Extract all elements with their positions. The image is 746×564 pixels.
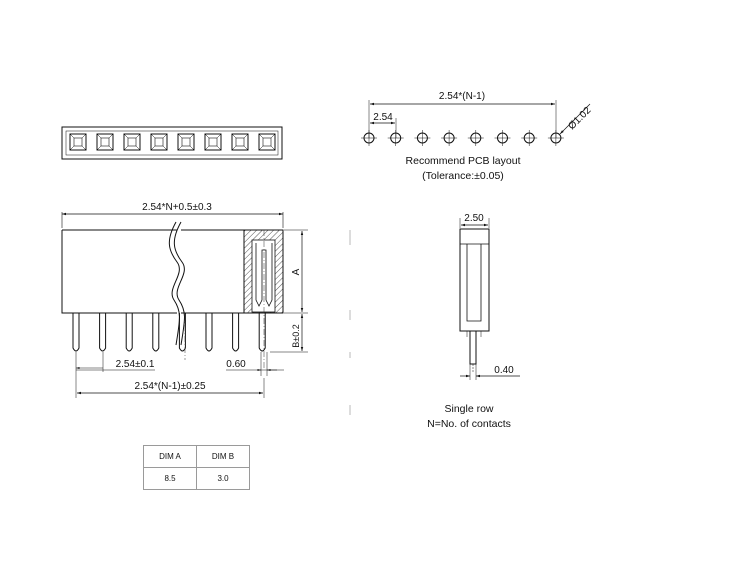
- socket-bevel: [204, 133, 222, 151]
- socket-bevel: [177, 133, 195, 151]
- contacts-note: N=No. of contacts: [427, 418, 511, 430]
- table-cell: 8.5: [143, 467, 197, 490]
- pin: [125, 313, 133, 352]
- front-view: 2.54*N+0.5±0.3 A B±0.2 2.54±0.1 0.60 2.5…: [61, 202, 351, 415]
- pin-thickness-label: 0.40: [494, 365, 514, 376]
- socket-inner: [262, 137, 272, 147]
- height-b-label: B±0.2: [291, 324, 301, 347]
- table-header-row: DIM A DIM B: [143, 445, 250, 468]
- socket-bevel: [123, 133, 141, 151]
- socket-inner: [73, 137, 83, 147]
- socket-opening: [177, 133, 195, 151]
- hole-diameter-label: Ø1.02: [566, 105, 593, 132]
- table-cell: 3.0: [196, 467, 250, 490]
- pcb-layout-note: Recommend PCB layout (Tolerance:±0.05): [383, 154, 543, 184]
- dimensions-table: DIM A DIM B 8.5 3.0: [143, 445, 250, 490]
- pcb-layout: 2.54*(N-1) 2.54 Ø1.02: [361, 91, 594, 146]
- row-note: Single row N=No. of contacts: [404, 402, 534, 432]
- table-header-cell: DIM B: [196, 445, 250, 468]
- pin: [72, 313, 80, 352]
- socket-inner: [154, 137, 164, 147]
- socket-bevel: [96, 133, 114, 151]
- socket-inner: [181, 137, 191, 147]
- tolerance-note: (Tolerance:±0.05): [422, 170, 504, 182]
- socket-bevel: [231, 133, 249, 151]
- single-row-label: Single row: [444, 403, 494, 415]
- socket-opening: [96, 133, 114, 151]
- pin-span-label: 2.54*(N-1)±0.25: [134, 381, 206, 392]
- socket-bevel: [150, 133, 168, 151]
- pin: [205, 313, 213, 352]
- pcb-span-label: 2.54*(N-1): [439, 91, 485, 102]
- pin: [99, 313, 107, 352]
- pitch-tolerance-label: 2.54±0.1: [116, 359, 155, 370]
- socket-inner: [100, 137, 110, 147]
- overall-length-label: 2.54*N+0.5±0.3: [142, 202, 212, 213]
- socket-opening: [123, 133, 141, 151]
- pin: [258, 313, 266, 352]
- socket-bevel: [258, 133, 276, 151]
- pcb-pitch-label: 2.54: [373, 112, 393, 123]
- socket-opening: [231, 133, 249, 151]
- pcb-layout-title: Recommend PCB layout: [405, 155, 521, 167]
- socket-inner: [208, 137, 218, 147]
- height-a-label: A: [291, 268, 302, 275]
- pin: [178, 313, 186, 352]
- socket-opening: [204, 133, 222, 151]
- socket-bevel: [69, 133, 87, 151]
- socket-opening: [69, 133, 87, 151]
- socket-opening: [258, 133, 276, 151]
- side-width-label: 2.50: [464, 213, 484, 224]
- socket-inner: [127, 137, 137, 147]
- table-header-cell: DIM A: [143, 445, 197, 468]
- side-view: [459, 218, 520, 380]
- pin-width-label: 0.60: [226, 359, 246, 370]
- table-row: 8.5 3.0: [143, 467, 250, 490]
- top-view: [61, 126, 283, 160]
- socket-inner: [235, 137, 245, 147]
- pin: [232, 313, 240, 352]
- pin: [152, 313, 160, 352]
- socket-opening: [150, 133, 168, 151]
